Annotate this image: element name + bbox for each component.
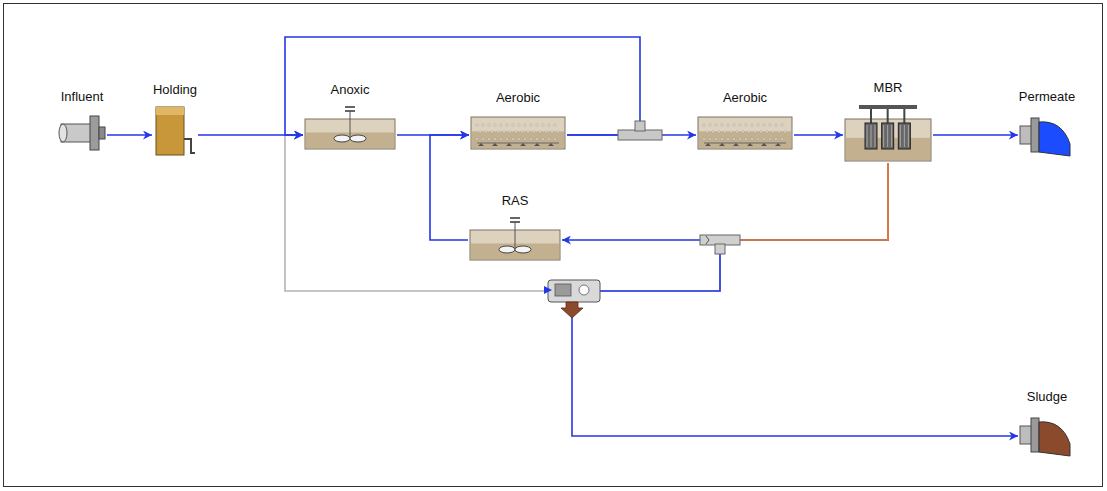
tee-splitter [700, 235, 740, 254]
sludge-outlet: Sludge [1018, 389, 1076, 462]
unit-label: Aerobic [722, 90, 768, 105]
flow-line [285, 135, 888, 291]
unit-label: Permeate [1018, 89, 1076, 104]
unit-label: Aerobic [495, 90, 541, 105]
aerobic-icon [469, 111, 567, 151]
unit-label: Anoxic [329, 82, 370, 97]
anoxic-icon [303, 103, 397, 151]
influent-inlet: Influent [57, 89, 107, 156]
holding-tank: Holding [152, 82, 198, 159]
permeate-outlet: Permeate [1018, 89, 1076, 162]
anoxic-tank: Anoxic [303, 82, 397, 151]
mbr-icon [843, 101, 933, 163]
flow-line [562, 163, 888, 240]
ras-tank: RAS [468, 193, 562, 262]
waste-line [720, 163, 888, 240]
flow-line [572, 163, 1018, 436]
unit-label: Holding [152, 82, 198, 97]
tee-splitter [618, 121, 662, 140]
unit-label: Influent [60, 89, 105, 104]
sludge-icon [1018, 410, 1076, 462]
flow-line [933, 134, 1018, 136]
frame [4, 4, 1103, 487]
holding-icon [153, 103, 197, 159]
unit-label: Sludge [1026, 389, 1068, 404]
inlet-icon [57, 110, 107, 156]
aerobic-tank: Aerobic [696, 90, 794, 151]
flow-line [107, 134, 152, 136]
permeate-icon [1018, 110, 1076, 162]
unit-label: MBR [873, 80, 904, 95]
aerobic-tank: Aerobic [469, 90, 567, 151]
unit-label: RAS [501, 193, 530, 208]
mbr-tank: MBR [843, 80, 933, 163]
flow-line [794, 134, 843, 136]
flow-line [430, 135, 469, 240]
aerobic-icon [696, 111, 794, 151]
dewatering-unit [544, 280, 600, 318]
anoxic-icon [468, 214, 562, 262]
